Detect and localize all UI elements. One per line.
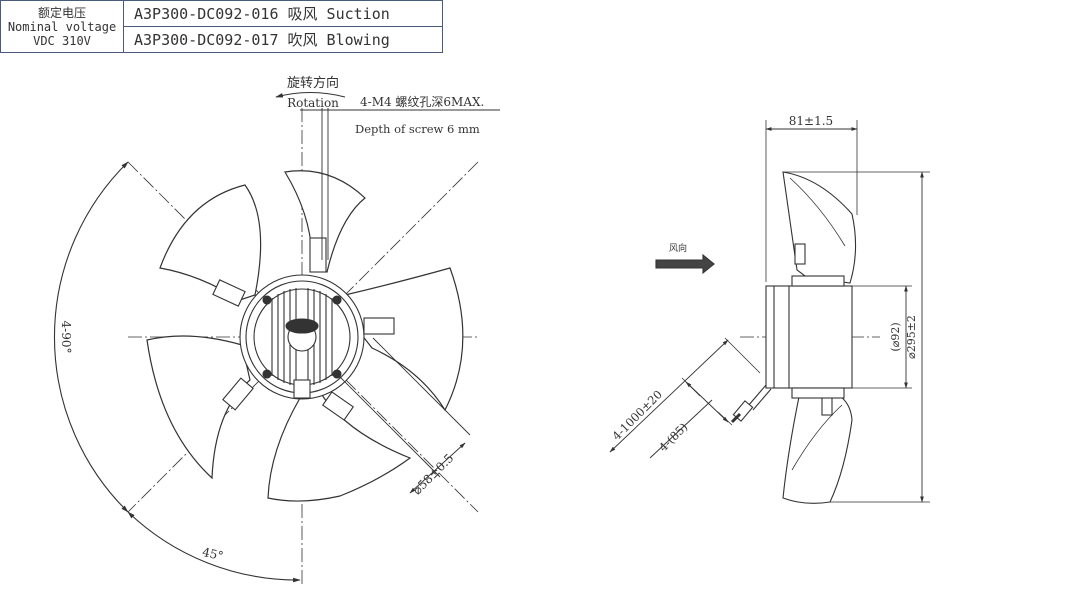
blade-right-upper [344, 267, 464, 412]
fan-blades [146, 170, 464, 502]
front-view: 4-90° 45° [53, 75, 500, 586]
clamp-left [212, 279, 246, 307]
clamp-top [309, 237, 327, 273]
side-cable [730, 384, 772, 424]
airflow-label: 风向 [669, 242, 687, 254]
screw-spec-en: Depth of screw 6 mm [355, 122, 480, 136]
cable-outlet [293, 379, 311, 399]
side-blade-upper [782, 171, 857, 284]
clamp-bottom-right [321, 391, 355, 421]
rotation-label-en: Rotation [287, 96, 339, 110]
voltage-value: VDC 310V [33, 33, 91, 48]
screw-spec-cn: 4-M4 螺纹孔深6MAX. [360, 95, 484, 109]
voltage-label-cell: 额定电压 Nominal voltage VDC 310V [0, 0, 124, 53]
angle-45-label: 45° [201, 545, 225, 563]
voltage-label-en: Nominal voltage [7, 19, 117, 34]
clamp-right [363, 317, 395, 335]
rotation-label-cn: 旋转方向 [287, 75, 339, 91]
motor-hub [212, 237, 395, 421]
rotation-callout: 旋转方向 Rotation 4-M4 螺纹孔深6MAX. Depth of sc… [275, 75, 500, 260]
screw-hole-tr [332, 295, 342, 305]
hub-diameter-label: (⌀92) [889, 322, 902, 351]
blade-left-upper [159, 184, 262, 301]
model-row-blowing: A3P300-DC092-017 吹风 Blowing [123, 26, 443, 53]
strip-length-dimension: 4-(85) [649, 377, 733, 459]
bolt-circle-label: ⌀58±0.5 [410, 451, 456, 497]
strip-length-label: 4-(85) [656, 420, 691, 455]
voltage-label-cn: 额定电压 [37, 5, 86, 20]
blade-bottom [267, 391, 412, 502]
fan-diameter-label: ⌀295±2 [905, 315, 918, 359]
angle-4x90-dimension: 4-90° [53, 161, 129, 513]
blade-left-lower [146, 335, 251, 480]
hub-diameter-dimension: (⌀92) [852, 285, 912, 389]
side-view: 风向 [609, 114, 930, 504]
airflow-arrow-icon [655, 253, 715, 275]
side-motor [765, 275, 853, 399]
angle-45-dimension: 45° [127, 511, 301, 583]
airflow-indicator: 风向 [655, 242, 715, 275]
side-blade-lower [782, 389, 853, 504]
fan-diameter-dimension: ⌀295±2 [783, 171, 930, 503]
blade-top [284, 170, 366, 273]
screw-hole-bl [262, 369, 272, 379]
clamp-bottom-left [222, 377, 254, 411]
cable-length-label: 4-1000±20 [609, 387, 665, 443]
screw-hole-tl [262, 295, 272, 305]
angle-4x90-label: 4-90° [59, 321, 73, 354]
spec-table: 额定电压 Nominal voltage VDC 310V A3P300-DC0… [0, 0, 443, 53]
width-dimension: 81±1.5 [765, 114, 858, 282]
brand-logo [285, 318, 319, 334]
width-label: 81±1.5 [789, 114, 833, 128]
